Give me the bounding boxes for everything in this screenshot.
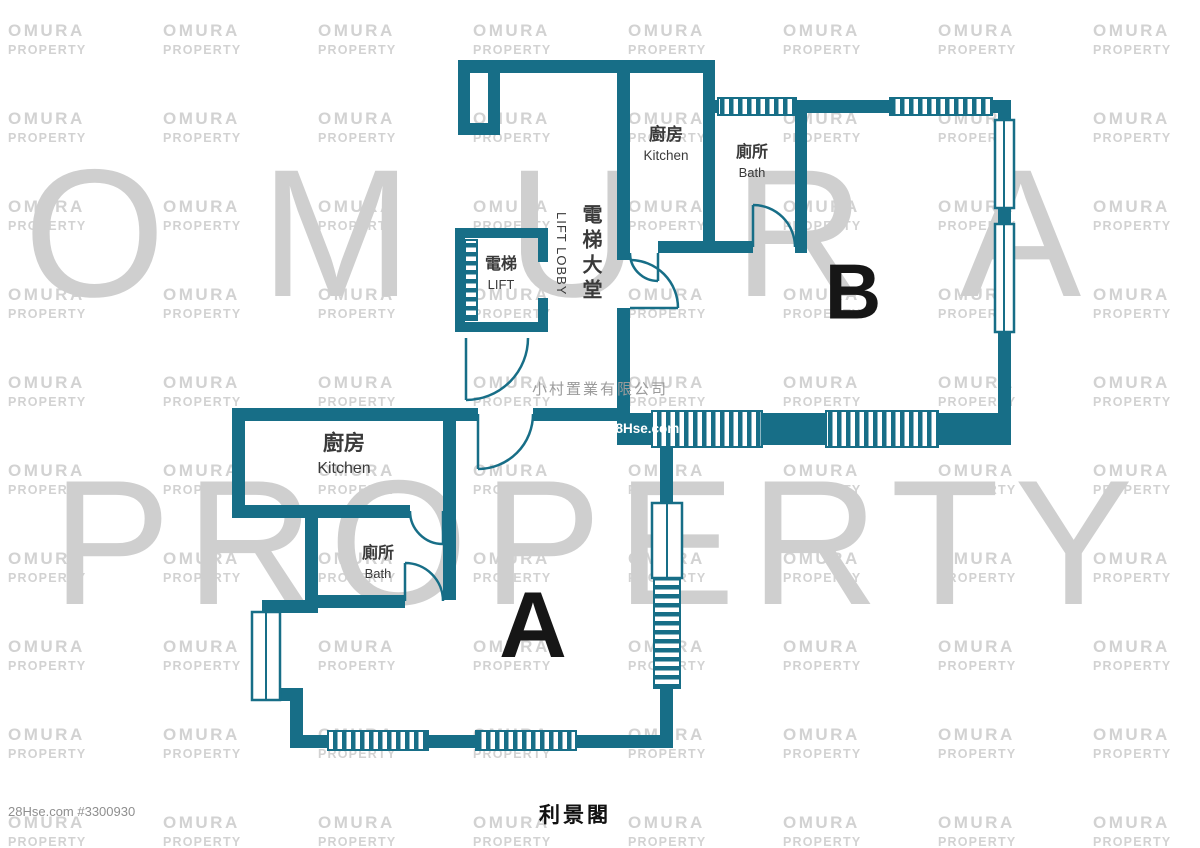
windows — [250, 118, 1016, 702]
window-stripe-sections — [327, 97, 993, 751]
door-arcs — [403, 203, 797, 602]
walls — [232, 60, 1011, 748]
